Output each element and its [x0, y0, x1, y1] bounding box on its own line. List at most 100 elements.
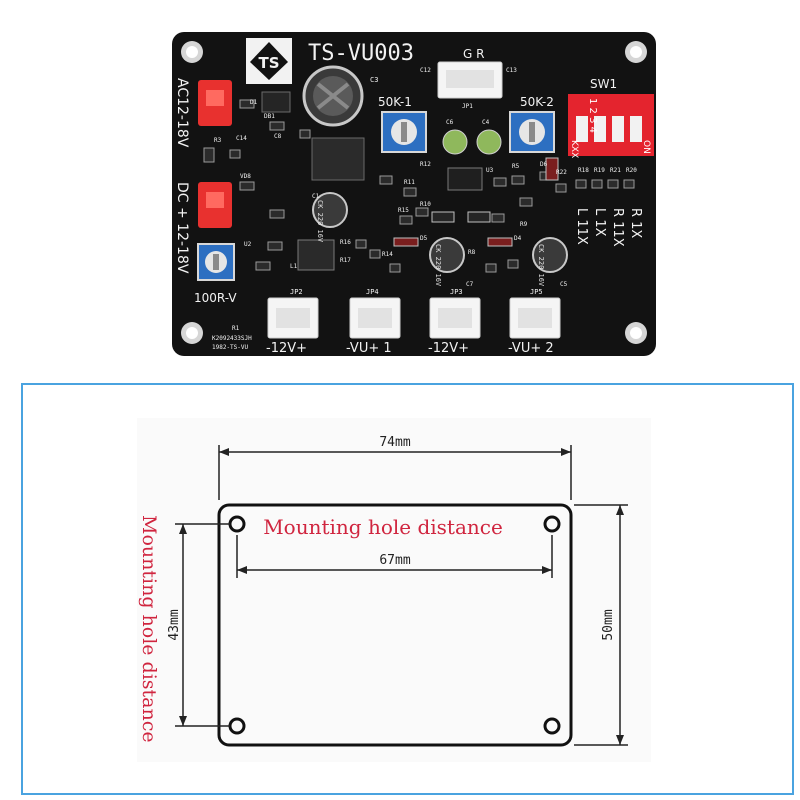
ref-label: U3	[486, 167, 494, 174]
capacitor-c6	[442, 129, 468, 155]
hole-icon	[543, 515, 561, 533]
width-label: 74mm	[379, 435, 410, 450]
mounting-hole-icon	[625, 322, 647, 344]
ref-label: R9	[520, 221, 528, 228]
ref-label: R19	[594, 167, 605, 174]
ref-label: D6	[540, 161, 548, 168]
svg-text:JP3: JP3	[450, 288, 463, 296]
hole-note-top: Mounting hole distance	[263, 515, 503, 539]
gain-l11-label: L 11X	[574, 208, 589, 245]
board-model: TS-VU003	[308, 41, 414, 66]
connector-label: -VU+ 2	[508, 341, 554, 356]
pot-left-label: 100R-V	[194, 291, 237, 305]
ref-label: R1	[232, 325, 240, 332]
terminal-ac	[198, 80, 232, 126]
svg-text:C3: C3	[370, 76, 378, 84]
ref-label: D1	[250, 99, 258, 106]
hole-icon	[543, 717, 561, 735]
ref-label: C13	[506, 67, 517, 74]
pot-mid2-label: 50K-2	[520, 95, 554, 109]
mounting-hole-icon	[181, 41, 203, 63]
dimension-width	[218, 445, 572, 500]
logo-text: TS	[258, 54, 279, 72]
capacitor-c3: C3	[302, 65, 378, 127]
diode-d5	[393, 237, 419, 247]
ref-label: U2	[244, 241, 252, 248]
smd-components	[203, 99, 635, 273]
ref-label: R11	[404, 179, 415, 186]
sw-label: SW1	[590, 77, 617, 91]
diagram-paper	[137, 418, 651, 762]
ref-label: R20	[626, 167, 637, 174]
dimension-hole-height	[175, 523, 230, 727]
svg-text:CK 220 16V: CK 220 16V	[316, 200, 324, 243]
ref-label: VD8	[240, 173, 251, 180]
rectifier-db1	[261, 91, 291, 113]
potentiometer-50k-2	[509, 111, 555, 153]
resistor-r9	[467, 211, 491, 223]
connector-jp2: JP2	[267, 288, 319, 339]
ref-label: C7	[466, 281, 474, 288]
svg-text:JP4: JP4	[366, 288, 379, 296]
connector-label: -VU+ 1	[346, 341, 392, 356]
gain-r11-label: R 11X	[610, 208, 625, 247]
dip-switch: 1 2 3 4 ON KXX	[568, 94, 654, 158]
diode-d6	[545, 157, 559, 181]
connector-jp3: JP3	[429, 288, 481, 339]
capacitor-c1: CK 220 16V	[312, 192, 348, 243]
ref-label: R8	[468, 249, 476, 256]
sw-kxx: KXX	[569, 140, 579, 158]
opamp-u3	[447, 167, 483, 191]
ref-label: C14	[236, 135, 247, 142]
ref-label: JP1	[462, 103, 473, 110]
ref-label: R10	[420, 201, 431, 208]
ref-label: D5	[420, 235, 428, 242]
ref-label: D4	[514, 235, 522, 242]
diagram-frame	[21, 383, 794, 795]
gain-r1-label: R 1X	[628, 208, 643, 238]
hole-width-label: 67mm	[379, 553, 410, 568]
capacitor-ck-2: CK 220 16V	[532, 237, 568, 287]
ref-label: R3	[214, 137, 222, 144]
height-label: 50mm	[601, 609, 616, 640]
resistor-r10	[431, 211, 455, 223]
dc-voltage-label: DC + 12-18V	[174, 182, 190, 274]
ref-label: C4	[482, 119, 490, 126]
capacitor-c4	[476, 129, 502, 155]
svg-text:JP5: JP5	[530, 288, 543, 296]
board-outline	[217, 503, 573, 747]
connector-jp4: JP4	[349, 288, 401, 339]
sw-on: ON	[641, 140, 651, 154]
ref-label: R12	[420, 161, 431, 168]
ref-label: R18	[578, 167, 589, 174]
ref-label: R14	[382, 251, 393, 258]
svg-text:CK 220 16V: CK 220 16V	[537, 244, 545, 287]
dimension-height	[574, 504, 628, 746]
potentiometer-100r	[197, 243, 235, 281]
ref-label: R16	[340, 239, 351, 246]
ref-label: C6	[446, 119, 454, 126]
ac-voltage-label: AC12-18V	[174, 78, 190, 148]
pcb-board: TS TS-VU003 C3 G R AC12-18V DC + 12-18V	[172, 32, 656, 356]
gr-label: G R	[463, 47, 484, 61]
ref-label: C1	[312, 193, 320, 200]
ref-label: R21	[610, 167, 621, 174]
hole-height-label: 43mm	[167, 609, 182, 640]
ref-label: R22	[556, 169, 567, 176]
ts-logo: TS	[246, 38, 292, 84]
connector-label: -12V+	[266, 341, 307, 356]
ref-label: R15	[398, 207, 409, 214]
diode-d4	[487, 237, 513, 247]
dimension-diagram: 74mm 67mm 50mm 43mm Mount	[21, 383, 794, 795]
ref-label: R5	[512, 163, 520, 170]
inductor-l1	[297, 239, 335, 271]
board-code: K2092433SJH	[212, 335, 252, 342]
pot-mid1-label: 50K-1	[378, 95, 412, 109]
ref-label: C8	[274, 133, 282, 140]
hole-note-side: Mounting hole distance	[138, 515, 160, 743]
ref-label: DB1	[264, 113, 275, 120]
board-date: 1982-TS-VU	[212, 344, 249, 351]
mounting-hole-icon	[625, 41, 647, 63]
ref-label: R17	[340, 257, 351, 264]
ref-label: C12	[420, 67, 431, 74]
